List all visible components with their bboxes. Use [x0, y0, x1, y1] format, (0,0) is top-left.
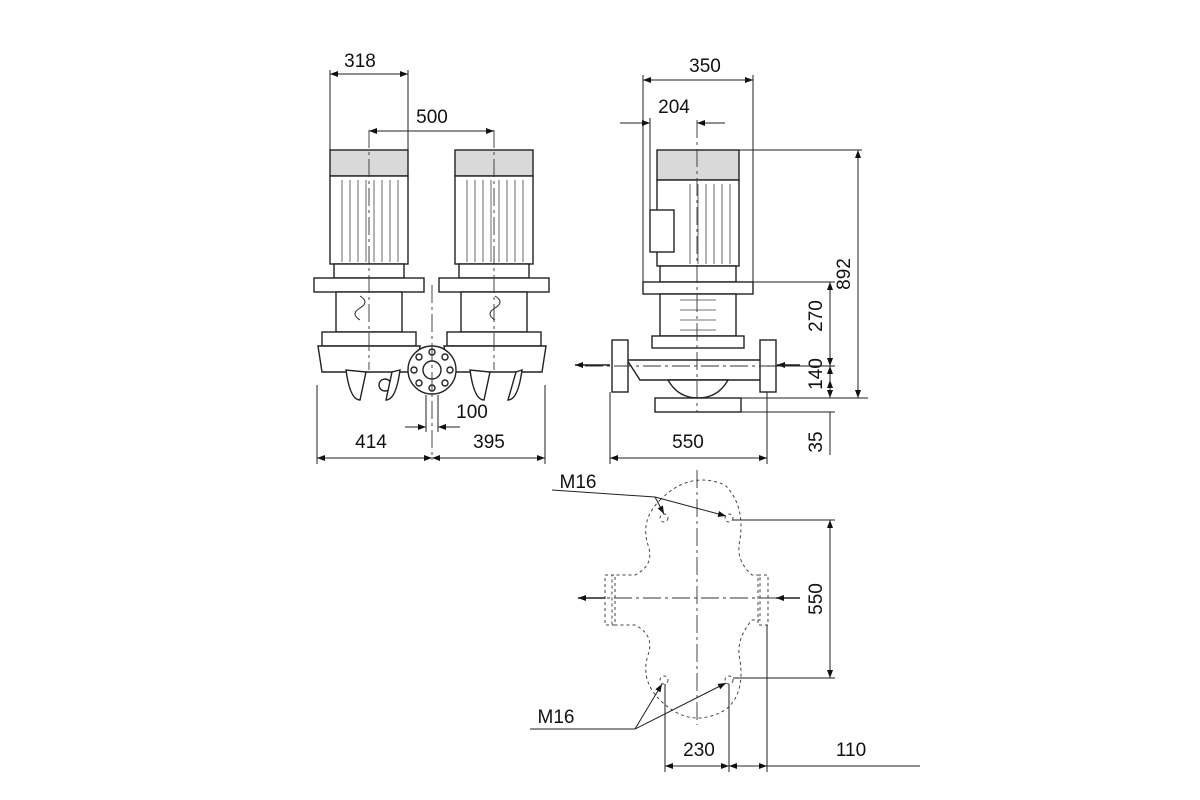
dim-270: 270 — [806, 300, 827, 332]
dim-395: 395 — [473, 432, 505, 453]
dim-110: 110 — [836, 740, 866, 761]
dim-550-plan: 550 — [806, 583, 827, 615]
side-view: 350 204 892 270 140 35 550 — [575, 56, 868, 464]
dim-892: 892 — [834, 258, 855, 290]
dim-204: 204 — [658, 97, 690, 118]
dim-550-side: 550 — [672, 432, 704, 453]
dim-100: 100 — [456, 402, 488, 423]
dim-35: 35 — [806, 431, 827, 452]
dim-230: 230 — [683, 740, 715, 761]
front-view: 318 500 100 414 395 — [313, 51, 550, 464]
bolt-label-bottom: M16 — [538, 707, 575, 728]
dim-318: 318 — [344, 51, 376, 72]
plan-view: M16 M16 550 230 110 — [530, 470, 920, 772]
bolt-label-top: M16 — [560, 472, 597, 493]
dim-500: 500 — [416, 107, 448, 128]
dim-350: 350 — [689, 56, 721, 77]
dim-140: 140 — [806, 358, 827, 390]
dim-414: 414 — [355, 432, 387, 453]
